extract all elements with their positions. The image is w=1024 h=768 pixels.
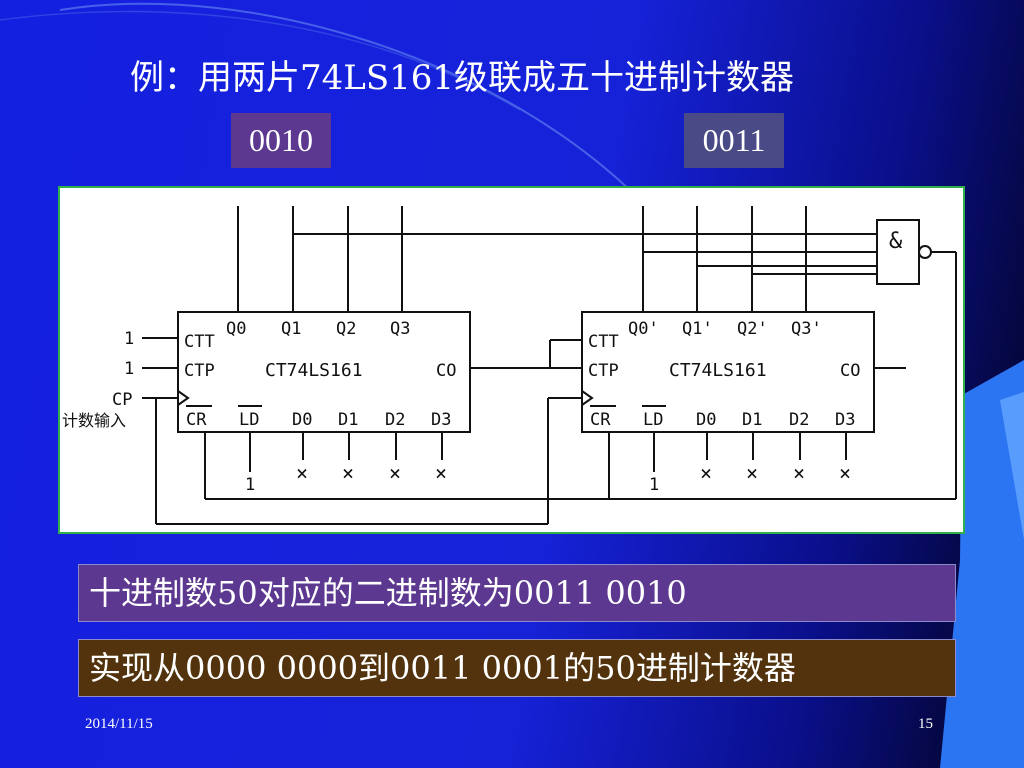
left-cr-label: CR <box>186 410 207 430</box>
slide-title: 例：用两片74LS161级联成五十进制计数器 <box>130 58 795 98</box>
left-q0-label: Q0 <box>226 319 246 339</box>
right-d0-label: D0 <box>696 410 716 430</box>
right-d3-label: D3 <box>835 410 855 430</box>
left-q3-label: Q3 <box>390 319 410 339</box>
left-ld-one: 1 <box>245 475 255 495</box>
nc-mark: × <box>342 461 354 485</box>
left-co-label: CO <box>436 361 456 381</box>
nc-mark: × <box>793 461 805 485</box>
counter-range-bar: 实现从0000 0000到0011 0001的50进制计数器 <box>78 639 956 697</box>
right-ld-one: 1 <box>649 475 659 495</box>
ctt-input-value: 1 <box>124 329 134 349</box>
cp-label: CP <box>112 390 132 410</box>
nc-mark: × <box>296 461 308 485</box>
right-q3-label: Q3' <box>791 319 822 339</box>
right-counter-chip <box>581 311 875 433</box>
left-ctt-label: CTT <box>184 332 215 352</box>
left-d0-label: D0 <box>292 410 312 430</box>
left-chip-name: CT74LS161 <box>265 360 363 381</box>
right-d1-label: D1 <box>742 410 762 430</box>
left-q1-label: Q1 <box>281 319 301 339</box>
right-ctp-label: CTP <box>588 361 619 381</box>
nand-inversion-bubble <box>918 245 932 259</box>
right-cr-label: CR <box>590 410 611 430</box>
left-d1-label: D1 <box>338 410 358 430</box>
and-symbol: & <box>889 229 903 254</box>
right-co-label: CO <box>840 361 860 381</box>
right-chip-name: CT74LS161 <box>669 360 767 381</box>
count-input-label: 计数输入 <box>62 411 126 430</box>
left-d3-label: D3 <box>431 410 451 430</box>
right-q2-label: Q2' <box>737 319 768 339</box>
nc-mark: × <box>435 461 447 485</box>
binary-explanation-bar: 十进制数50对应的二进制数为0011 0010 <box>78 564 956 622</box>
right-q0-label: Q0' <box>628 319 659 339</box>
binary-tag-low: 0010 <box>231 113 331 168</box>
left-d2-label: D2 <box>385 410 405 430</box>
nc-mark: × <box>700 461 712 485</box>
nc-mark: × <box>839 461 851 485</box>
right-ctt-label: CTT <box>588 332 619 352</box>
left-q2-label: Q2 <box>336 319 356 339</box>
right-ld-label: LD <box>643 410 663 430</box>
nc-mark: × <box>746 461 758 485</box>
page-number: 15 <box>918 716 933 732</box>
binary-tag-high: 0011 <box>684 113 784 168</box>
left-ld-label: LD <box>239 410 259 430</box>
left-counter-chip <box>177 311 471 433</box>
right-q1-label: Q1' <box>682 319 713 339</box>
circuit-panel: CTT CTP CR LD D0 D1 D2 D3 Q0 Q1 Q2 Q3 CT… <box>58 186 965 534</box>
footer-date: 2014/11/15 <box>85 716 153 732</box>
nc-mark: × <box>389 461 401 485</box>
left-ctp-label: CTP <box>184 361 215 381</box>
ctp-input-value: 1 <box>124 359 134 379</box>
right-d2-label: D2 <box>789 410 809 430</box>
circuit-diagram: CTT CTP CR LD D0 D1 D2 D3 Q0 Q1 Q2 Q3 CT… <box>62 206 957 525</box>
